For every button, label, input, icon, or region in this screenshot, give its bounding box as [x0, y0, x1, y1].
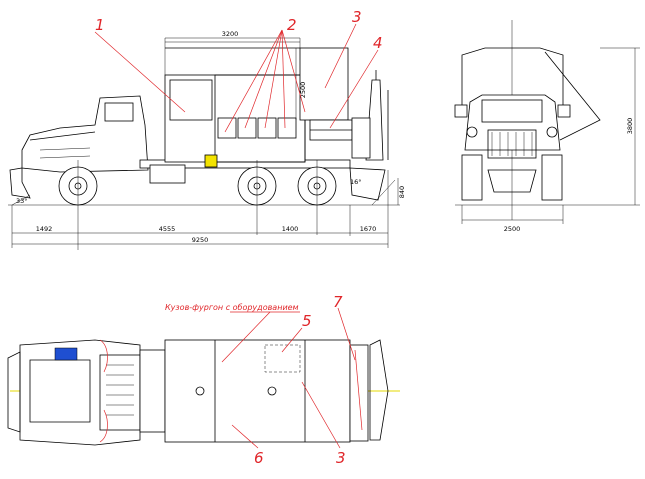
dim-overall-width: 2500 — [504, 225, 521, 233]
dim-departure-angle: 16° — [350, 178, 362, 186]
callout-1: 1 — [95, 16, 105, 34]
callout-3-top: 3 — [336, 449, 346, 467]
dim-wheelbase: 4555 — [159, 225, 176, 233]
dim-overall-height: 3800 — [626, 118, 634, 135]
top-view — [7, 339, 400, 446]
front-view — [454, 20, 640, 224]
callout-7: 7 — [333, 293, 343, 311]
dim-rear-overhang: 1670 — [360, 225, 377, 233]
callout-2: 2 — [287, 16, 297, 34]
callout-leaders — [94, 23, 379, 449]
callout-4: 4 — [373, 34, 383, 52]
callout-3-side: 3 — [352, 8, 362, 26]
dim-approach-angle: 33° — [16, 197, 28, 205]
dim-rear-axle-spacing: 1400 — [282, 225, 299, 233]
blue-beacon — [54, 347, 78, 361]
dim-body-height: 2500 — [299, 82, 307, 99]
dim-ground-clearance: 840 — [398, 186, 406, 198]
dim-body-length: 3200 — [222, 30, 239, 38]
callout-6: 6 — [254, 449, 264, 467]
dim-front-overhang: 1492 — [36, 225, 53, 233]
callout-5: 5 — [302, 312, 312, 330]
caption-van-body: Кузов-фургон с оборудованием — [165, 303, 299, 312]
side-view — [8, 37, 400, 250]
dim-total-length: 9250 — [192, 236, 209, 244]
